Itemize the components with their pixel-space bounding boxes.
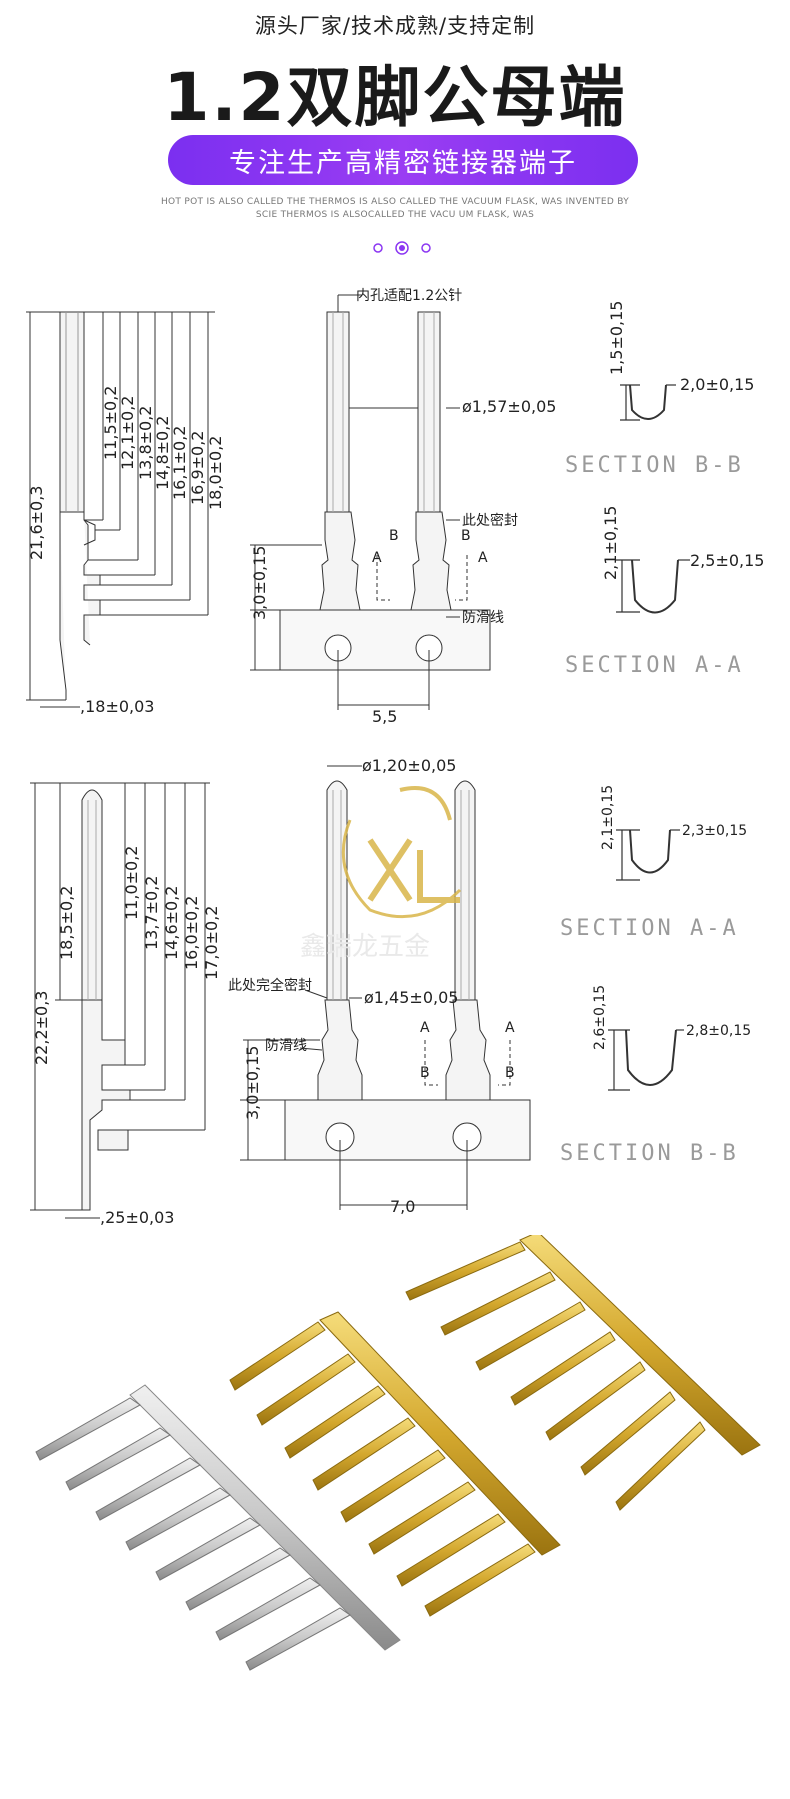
male-dim-5: 17,0±0,2 [202, 906, 221, 980]
male-mark-a-right: A [505, 1020, 515, 1036]
male-section-bb-width: 2,8±0,15 [686, 1023, 751, 1039]
female-dim-4: 14,8±0,2 [153, 416, 172, 490]
male-terminal-drawing: 22,2±0,3 18,5±0,2 11,0±0,2 13,7±0,2 14,6… [30, 756, 751, 1227]
page-title: 1.2双脚公母端 [163, 59, 627, 136]
female-dim-2: 12,1±0,2 [118, 396, 137, 470]
female-label-pin: 内孔适配1.2公针 [356, 288, 462, 304]
male-section-aa-label: SECTION A-A [560, 916, 739, 941]
gold-female-strip [229, 1311, 561, 1617]
english-line-1: HOT POT IS ALSO CALLED THE THERMOS IS AL… [160, 197, 630, 207]
female-mark-a-left: A [372, 550, 382, 566]
male-mark-a-left: A [420, 1020, 430, 1036]
female-dim-3: 13,8±0,2 [136, 406, 155, 480]
male-section-bb-label: SECTION B-B [560, 1141, 739, 1166]
gold-male-strip [405, 1235, 761, 1511]
female-dim-1: 11,5±0,2 [101, 386, 120, 460]
dot-3 [421, 243, 431, 253]
male-pitch: 7,0 [390, 1197, 415, 1216]
female-pitch: 5,5 [372, 707, 397, 726]
male-pin-length: 18,5±0,2 [57, 886, 76, 960]
female-thickness: ,18±0,03 [80, 697, 154, 716]
male-height: 3,0±0,15 [243, 1046, 262, 1120]
female-mark-a-right: A [478, 550, 488, 566]
male-dim-1: 11,0±0,2 [122, 846, 141, 920]
male-mark-b-left: B [420, 1065, 430, 1081]
silver-terminal-strip [35, 1384, 401, 1671]
male-dim-2: 13,7±0,2 [142, 876, 161, 950]
female-section-bb-label: SECTION B-B [565, 453, 744, 478]
male-label-seal: 此处完全密封 [228, 977, 312, 994]
female-dim-6: 16,9±0,2 [188, 431, 207, 505]
male-total-length: 22,2±0,3 [32, 991, 51, 1065]
male-seal-diameter: ø1,45±0,05 [364, 988, 458, 1007]
dot-1 [373, 243, 383, 253]
english-line-2: SCIE THERMOS IS ALSOCALLED THE VACU UM F… [255, 210, 535, 220]
male-thickness: ,25±0,03 [100, 1208, 174, 1227]
female-section-bb-height: 1,5±0,15 [607, 301, 626, 375]
female-section-aa-width: 2,5±0,15 [690, 551, 764, 570]
female-section-bb-width: 2,0±0,15 [680, 375, 754, 394]
male-mark-b-right: B [505, 1065, 515, 1081]
male-section-bb-height: 2,6±0,15 [592, 985, 608, 1050]
female-height: 3,0±0,15 [250, 546, 269, 620]
dot-2-center [399, 245, 405, 251]
female-dim-5: 16,1±0,2 [170, 426, 189, 500]
female-label-antislip: 防滑线 [462, 609, 504, 626]
male-dim-3: 14,6±0,2 [162, 886, 181, 960]
male-label-antislip: 防滑线 [265, 1037, 307, 1054]
male-section-aa-width: 2,3±0,15 [682, 823, 747, 839]
watermark-logo [341, 786, 462, 919]
watermark-text: 鑫瑞龙五金 [300, 932, 430, 962]
slogan-banner: 专注生产高精密链接器端子 [168, 135, 638, 185]
female-label-seal: 此处密封 [462, 512, 518, 529]
male-section-aa-height: 2,1±0,15 [600, 785, 616, 850]
sub-headline: 源头厂家/技术成熟/支持定制 [254, 14, 536, 38]
female-terminal-drawing: 21,6±0,3 11,5±0,2 12,1±0,2 13,8±0,2 14,8… [26, 288, 764, 726]
slogan-text: 专注生产高精密链接器端子 [229, 147, 577, 179]
male-dim-4: 16,0±0,2 [182, 896, 201, 970]
female-diameter: ø1,57±0,05 [462, 397, 556, 416]
female-section-aa-height: 2,1±0,15 [601, 506, 620, 580]
female-dim-7: 18,0±0,2 [206, 436, 225, 510]
product-photo [35, 1235, 761, 1671]
dot-2 [395, 241, 409, 255]
female-section-aa-label: SECTION A-A [565, 653, 744, 678]
female-total-length: 21,6±0,3 [27, 486, 46, 560]
female-mark-b-right: B [461, 528, 471, 544]
female-mark-b-left: B [389, 528, 399, 544]
male-tip-diameter: ø1,20±0,05 [362, 756, 456, 775]
carousel-dots [373, 241, 431, 255]
